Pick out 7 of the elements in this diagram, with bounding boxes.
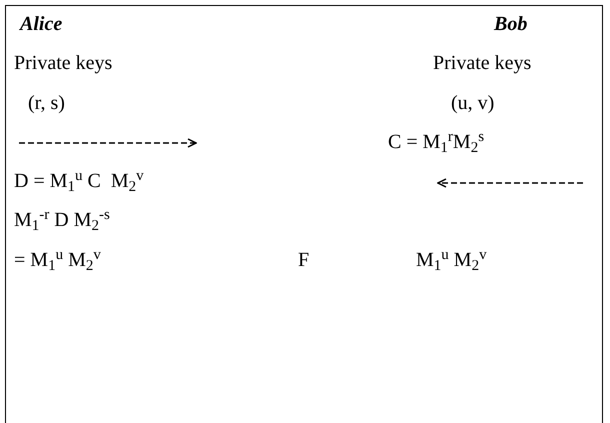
party-name: Alice: [20, 12, 62, 36]
text-label: Private keys: [433, 51, 532, 75]
party-name: Bob: [494, 12, 528, 36]
text-label: (u, v): [451, 91, 494, 115]
text-label: (r, s): [28, 91, 65, 115]
text-label: Private keys: [14, 51, 112, 75]
text-label: F: [298, 248, 310, 272]
